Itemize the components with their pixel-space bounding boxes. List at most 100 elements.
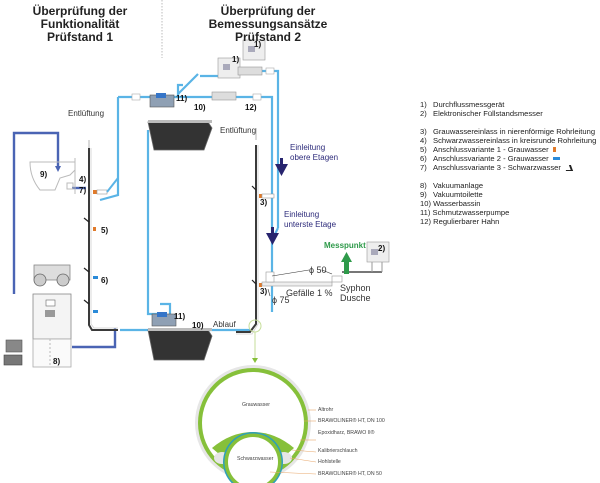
- flow-meter-icon: [237, 39, 266, 76]
- syphon-line-1: Syphon: [340, 283, 371, 293]
- diameter-75-label: ϕ 75: [272, 295, 290, 305]
- inflow-upper-arrow-icon: [275, 158, 288, 176]
- legend-text: Vakuumtoilette: [433, 190, 483, 199]
- marker-3-lower: 3): [260, 287, 268, 296]
- legend-item-7: 7) Anschlussvariante 3 - Schwarzwasser: [420, 163, 596, 172]
- marker-9: 9): [40, 170, 48, 179]
- callout-liner-dn100: BRAWOLINER® HT, DN 100: [318, 418, 385, 424]
- title-rig-2-line-2: Prüfstand 2: [234, 30, 301, 44]
- legend-item-4: 4) Schwarzwassereinlass in kreisrunde Roh…: [420, 136, 596, 145]
- marker-8: 8): [53, 357, 61, 366]
- marker-6: 6): [101, 276, 109, 285]
- legend-item-8: 8) Vakuumanlage: [420, 181, 596, 190]
- inflow-lowest-line-1: Einleitung: [284, 210, 320, 219]
- legend-number: 4): [420, 136, 427, 145]
- inflow-lowest-label: Einleitung unterste Etage: [284, 210, 336, 230]
- syphon-line-2: Dusche: [340, 293, 371, 303]
- marker-3-upper: 3): [260, 198, 268, 207]
- variant1-connector-icon: [93, 190, 97, 194]
- slope-label: Gefälle 1 %: [286, 288, 333, 298]
- pipe-cross-section: [195, 365, 311, 483]
- legend-number: 9): [420, 190, 427, 199]
- valve-icon: [131, 67, 275, 101]
- legend-item-1: 1) Durchflussmessgerät: [420, 100, 596, 109]
- legend-number: 7): [420, 163, 427, 172]
- inflow-upper-line-1: Einleitung: [290, 143, 326, 152]
- outlet-label: Ablauf: [213, 320, 236, 329]
- marker-7: 7): [79, 186, 87, 195]
- vacuum-arrow-icon: [55, 166, 61, 172]
- black-bend-icon: [563, 164, 573, 171]
- legend-number: 8): [420, 181, 427, 190]
- legend-text: Vakuumanlage: [433, 181, 484, 190]
- callout-calibration-hose: Kalibrierschlauch: [318, 448, 358, 454]
- level-sensor-icon: [366, 241, 390, 272]
- marker-10-top: 10): [194, 103, 206, 112]
- legend-number: 1): [420, 100, 427, 109]
- blue-connector-icon: [552, 157, 560, 160]
- inflow-upper-line-2: obere Etagen: [290, 153, 339, 162]
- ventilation-label-right: Entlüftung: [220, 126, 257, 135]
- measuring-point-label: Messpunkt: [324, 241, 366, 250]
- vacuum-pipes: [12, 131, 117, 349]
- callout-old-pipe: Altrohr: [318, 407, 334, 413]
- callout-cavity: Hohlstelle: [318, 459, 341, 465]
- variant1-connector-icon: [93, 227, 96, 231]
- inflow-lowest-arrow-icon: [266, 227, 279, 245]
- syphon-shower-label: Syphon Dusche: [340, 283, 371, 303]
- marker-2: 2): [378, 244, 386, 253]
- callout-epoxy: Epoxidharz, BRAWO II®: [318, 430, 375, 436]
- pump-top-icon: [149, 93, 175, 108]
- variant2-connector-icon: [93, 276, 98, 279]
- legend-item-9: 9) Vakuumtoilette: [420, 190, 596, 199]
- legend-text: Regulierbarer Hahn: [433, 217, 500, 226]
- callout-liner-dn50: BRAWOLINER® HT, DN 50: [318, 471, 382, 477]
- legend-item-6: 6)Anschlussvariante 2 - Grauwasser: [420, 154, 596, 163]
- legend-item-3: 3)Grauwassereinlass in nierenförmige Roh…: [420, 127, 596, 136]
- legend-text: Anschlussvariante 1 - Grauwasser: [433, 145, 549, 154]
- legend: 1) Durchflussmessgerät 2) Elektronischer F…: [420, 100, 596, 226]
- marker-12: 12): [245, 103, 257, 112]
- legend-item-5: 5) Anschlussvariante 1 - Grauwasser: [420, 145, 596, 154]
- legend-number: 12): [420, 217, 431, 226]
- water-basin-bottom-icon: [147, 328, 213, 361]
- vacuum-unit-icon: [3, 264, 72, 368]
- water-basin-top-icon: [147, 120, 213, 151]
- inflow-lowest-line-2: unterste Etage: [284, 220, 337, 229]
- orange-square-icon: [552, 147, 556, 152]
- legend-text: Anschlussvariante 3 - Schwarzwasser: [433, 163, 561, 172]
- legend-item-2: 2) Elektronischer Füllstandsmesser: [420, 109, 596, 118]
- legend-number: 2): [420, 109, 427, 118]
- callout-lines: [269, 409, 317, 475]
- title-rig-1-line-1: Überprüfung der Funktionalität: [32, 4, 128, 31]
- syphon-icon: [331, 275, 343, 283]
- legend-text: Schmutzwasserpumpe: [432, 208, 510, 217]
- legend-number: 5): [420, 145, 427, 154]
- vacuum-toilet-icon: [29, 158, 76, 194]
- variant2-connector-icon: [93, 310, 98, 313]
- legend-number: 3): [420, 127, 427, 136]
- legend-item-12: 12) Regulierbarer Hahn: [420, 217, 596, 226]
- marker-11-bottom: 11): [174, 312, 186, 321]
- title-rig-1-line-2: Prüfstand 1: [46, 30, 113, 44]
- legend-text: Elektronischer Füllstandsmesser: [433, 109, 543, 118]
- marker-11-top: 11): [176, 94, 188, 103]
- branch-pipe: [261, 281, 333, 287]
- legend-text: Schwarzwassereinlass in kreisrunde Rohrl…: [433, 136, 597, 145]
- measuring-point-arrow-icon: [341, 252, 352, 274]
- marker-4: 4): [79, 175, 87, 184]
- flow-meter-icon: [211, 57, 241, 101]
- legend-text: Anschlussvariante 2 - Grauwasser: [433, 154, 549, 163]
- section-label-blackwater: Schwarzwasser: [237, 456, 274, 462]
- marker-1-lower: 1): [232, 55, 240, 64]
- title-rig-1: Überprüfung der Funktionalität Prüfstand…: [0, 5, 160, 44]
- marker-5: 5): [101, 226, 109, 235]
- left-stack-pipe: [88, 148, 118, 331]
- right-stack-pipe: [236, 145, 257, 333]
- legend-number: 11): [420, 208, 431, 217]
- title-rig-2: Überprüfung der Bemessungsansätze Prüfst…: [168, 5, 368, 44]
- ventilation-label-left: Entlüftung: [68, 109, 105, 118]
- legend-text: Wasserbassin: [433, 199, 481, 208]
- legend-text: Durchflussmessgerät: [433, 100, 505, 109]
